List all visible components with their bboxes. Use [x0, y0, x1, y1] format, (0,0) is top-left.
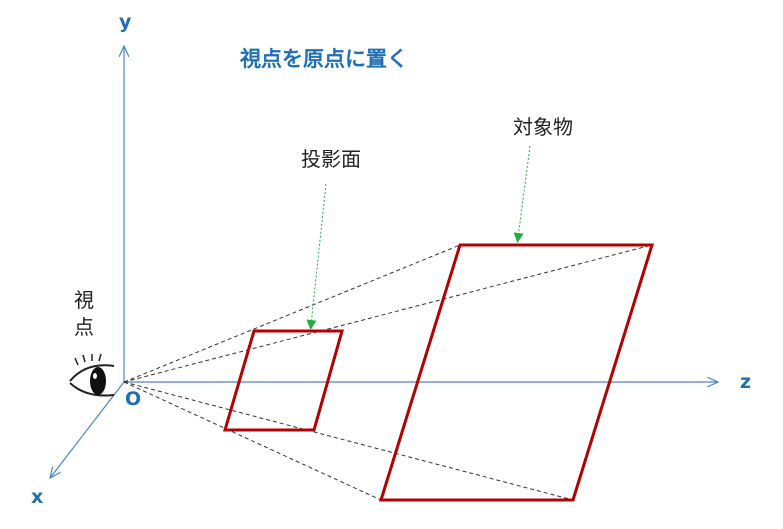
projection-plane-label: 投影面	[301, 147, 361, 171]
target-object-label: 対象物	[513, 115, 573, 139]
target-object-arrow	[513, 145, 531, 243]
y-axis-label: y	[119, 11, 132, 33]
projection-line-top-right	[123, 244, 653, 383]
z-axis-label: z	[740, 371, 751, 393]
projection-line-bottom-left	[123, 381, 382, 501]
viewpoint-label-line2: 点	[74, 315, 94, 339]
origin-label: O	[125, 388, 141, 410]
projection-plane-arrow	[306, 183, 327, 330]
projection-line-bottom-right	[123, 381, 574, 501]
projection-lines	[123, 244, 653, 501]
x-axis-label: x	[31, 486, 43, 508]
eye-icon	[69, 353, 115, 397]
projection-line-top-left	[123, 244, 461, 383]
projection-plane-shape	[222, 329, 344, 432]
diagram-title: 視点を原点に置く	[239, 47, 408, 71]
target-object-shape	[378, 243, 655, 502]
x-axis	[50, 381, 125, 478]
viewpoint-label-line1: 視	[74, 288, 94, 312]
